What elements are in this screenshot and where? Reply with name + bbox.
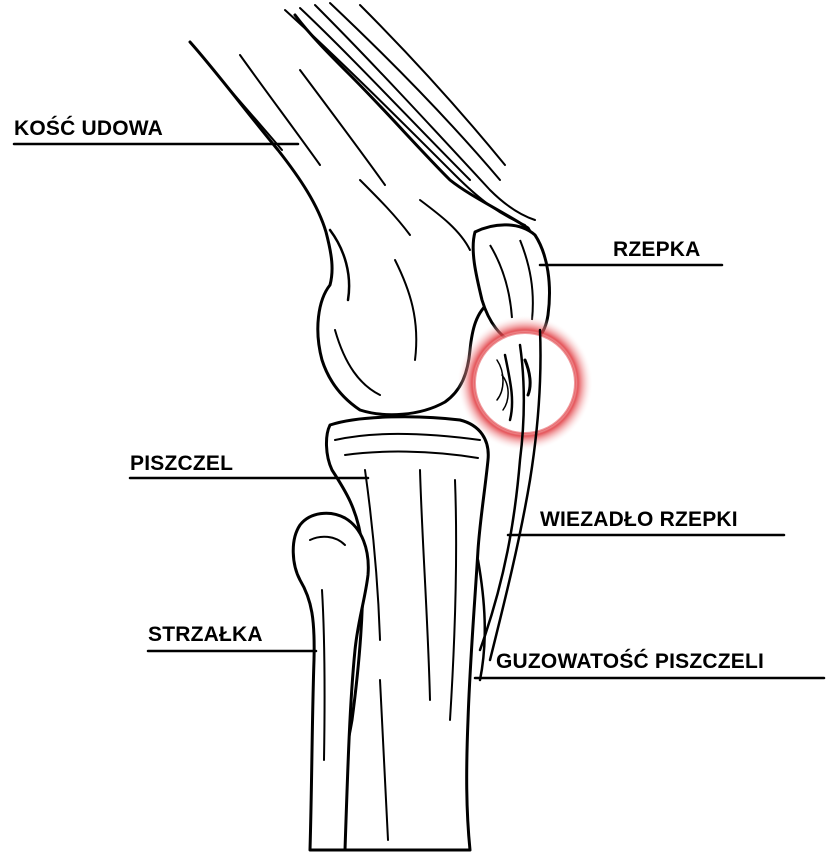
pain-highlight-ring	[475, 333, 575, 433]
label-fibula: STRZAŁKA	[148, 624, 263, 645]
label-femur: KOŚĆ UDOWA	[14, 118, 163, 139]
label-tibial-tuberosity: GUZOWATOŚĆ PISZCZELI	[496, 651, 764, 672]
label-patellar-ligament: WIEZADŁO RZEPKI	[540, 509, 738, 530]
label-patella: RZEPKA	[613, 239, 701, 260]
label-tibia: PISZCZEL	[130, 453, 233, 474]
